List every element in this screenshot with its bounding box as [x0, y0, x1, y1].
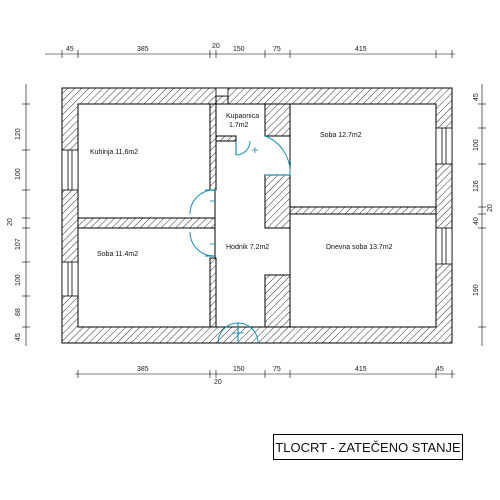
- walls: [61, 87, 453, 344]
- window-left-bottom: [61, 261, 79, 297]
- dim-left-7: 45: [15, 333, 22, 341]
- doors: [189, 135, 291, 344]
- wall-partition-right-a: [264, 103, 291, 137]
- dim-left-3: 20: [7, 218, 14, 226]
- dim-right-5: 20: [487, 204, 494, 212]
- wall-partition-right-c: [264, 274, 291, 328]
- window-right-top: [435, 127, 453, 165]
- dim-right-2: 100: [473, 139, 480, 151]
- dim-right-1: 45: [473, 93, 480, 101]
- dim-bottom-5: 415: [355, 366, 367, 373]
- dim-left-5: 100: [15, 274, 22, 286]
- wall-partition-right-b: [264, 174, 291, 229]
- dim-bottom-4: 75: [273, 366, 281, 373]
- dim-left-2: 100: [15, 168, 22, 180]
- windows: [61, 87, 453, 297]
- dim-bottom-2: 20: [214, 379, 222, 386]
- dim-right-6: 190: [473, 284, 480, 296]
- dimension-labels: 45 385 20 150 75 415 385 20 150 75 415 4…: [7, 43, 494, 386]
- dim-top-1: 45: [66, 46, 74, 53]
- window-right-bottom: [435, 227, 453, 265]
- drawing-title-box: TLOCRT - ZATEČENO STANJE: [273, 434, 463, 460]
- room-label-kupaonica: Kupaonica: [226, 113, 259, 120]
- dim-top-4: 150: [233, 46, 245, 53]
- door-soba-top: [264, 135, 291, 176]
- dim-bottom-3: 150: [233, 366, 245, 373]
- room-labels: Kuhinja 11,6m2 Kupaonica 1.7m2 Soba 12.7…: [90, 113, 393, 258]
- wall-partition-left-b: [209, 257, 217, 328]
- wall-partition-left-a: [209, 103, 217, 191]
- room-label-soba-bottom: Soba 11.4m2: [97, 251, 138, 258]
- drawing-title: TLOCRT - ZATEČENO STANJE: [275, 439, 461, 455]
- dimension-lines: [22, 50, 486, 378]
- dim-top-3: 20: [212, 43, 220, 50]
- room-label-soba-top: Soba 12.7m2: [320, 132, 362, 139]
- dim-left-1: 120: [15, 128, 22, 140]
- dim-bottom-6: 45: [436, 366, 444, 373]
- door-kuhinja: [189, 189, 215, 215]
- door-bathroom: [235, 140, 251, 156]
- dim-right-3: 126: [473, 180, 480, 192]
- window-left-top: [61, 149, 79, 191]
- window-top-hall: [215, 87, 229, 97]
- wall-bathroom-bottom: [215, 135, 237, 142]
- dim-top-5: 75: [273, 46, 281, 53]
- wall-left-divider: [77, 217, 216, 229]
- room-label-kuhinja: Kuhinja 11,6m2: [90, 149, 138, 156]
- outer-wall: [61, 87, 453, 344]
- room-label-hodnik: Hodnik 7.2m2: [226, 244, 269, 251]
- door-entrance-right: [237, 322, 259, 344]
- wall-column: [215, 95, 229, 105]
- dim-top-6: 415: [355, 46, 367, 53]
- door-entrance-left: [217, 322, 239, 344]
- dim-bottom-1: 385: [137, 366, 149, 373]
- wall-right-divider: [289, 206, 437, 215]
- room-area-kupaonica: 1.7m2: [229, 122, 249, 129]
- dim-right-4: 40: [473, 217, 480, 225]
- dim-left-4: 107: [15, 238, 22, 250]
- dim-top-2: 385: [137, 46, 149, 53]
- room-label-dnevna: Dnevna soba 13.7m2: [326, 244, 393, 251]
- dim-left-6: 88: [15, 308, 22, 316]
